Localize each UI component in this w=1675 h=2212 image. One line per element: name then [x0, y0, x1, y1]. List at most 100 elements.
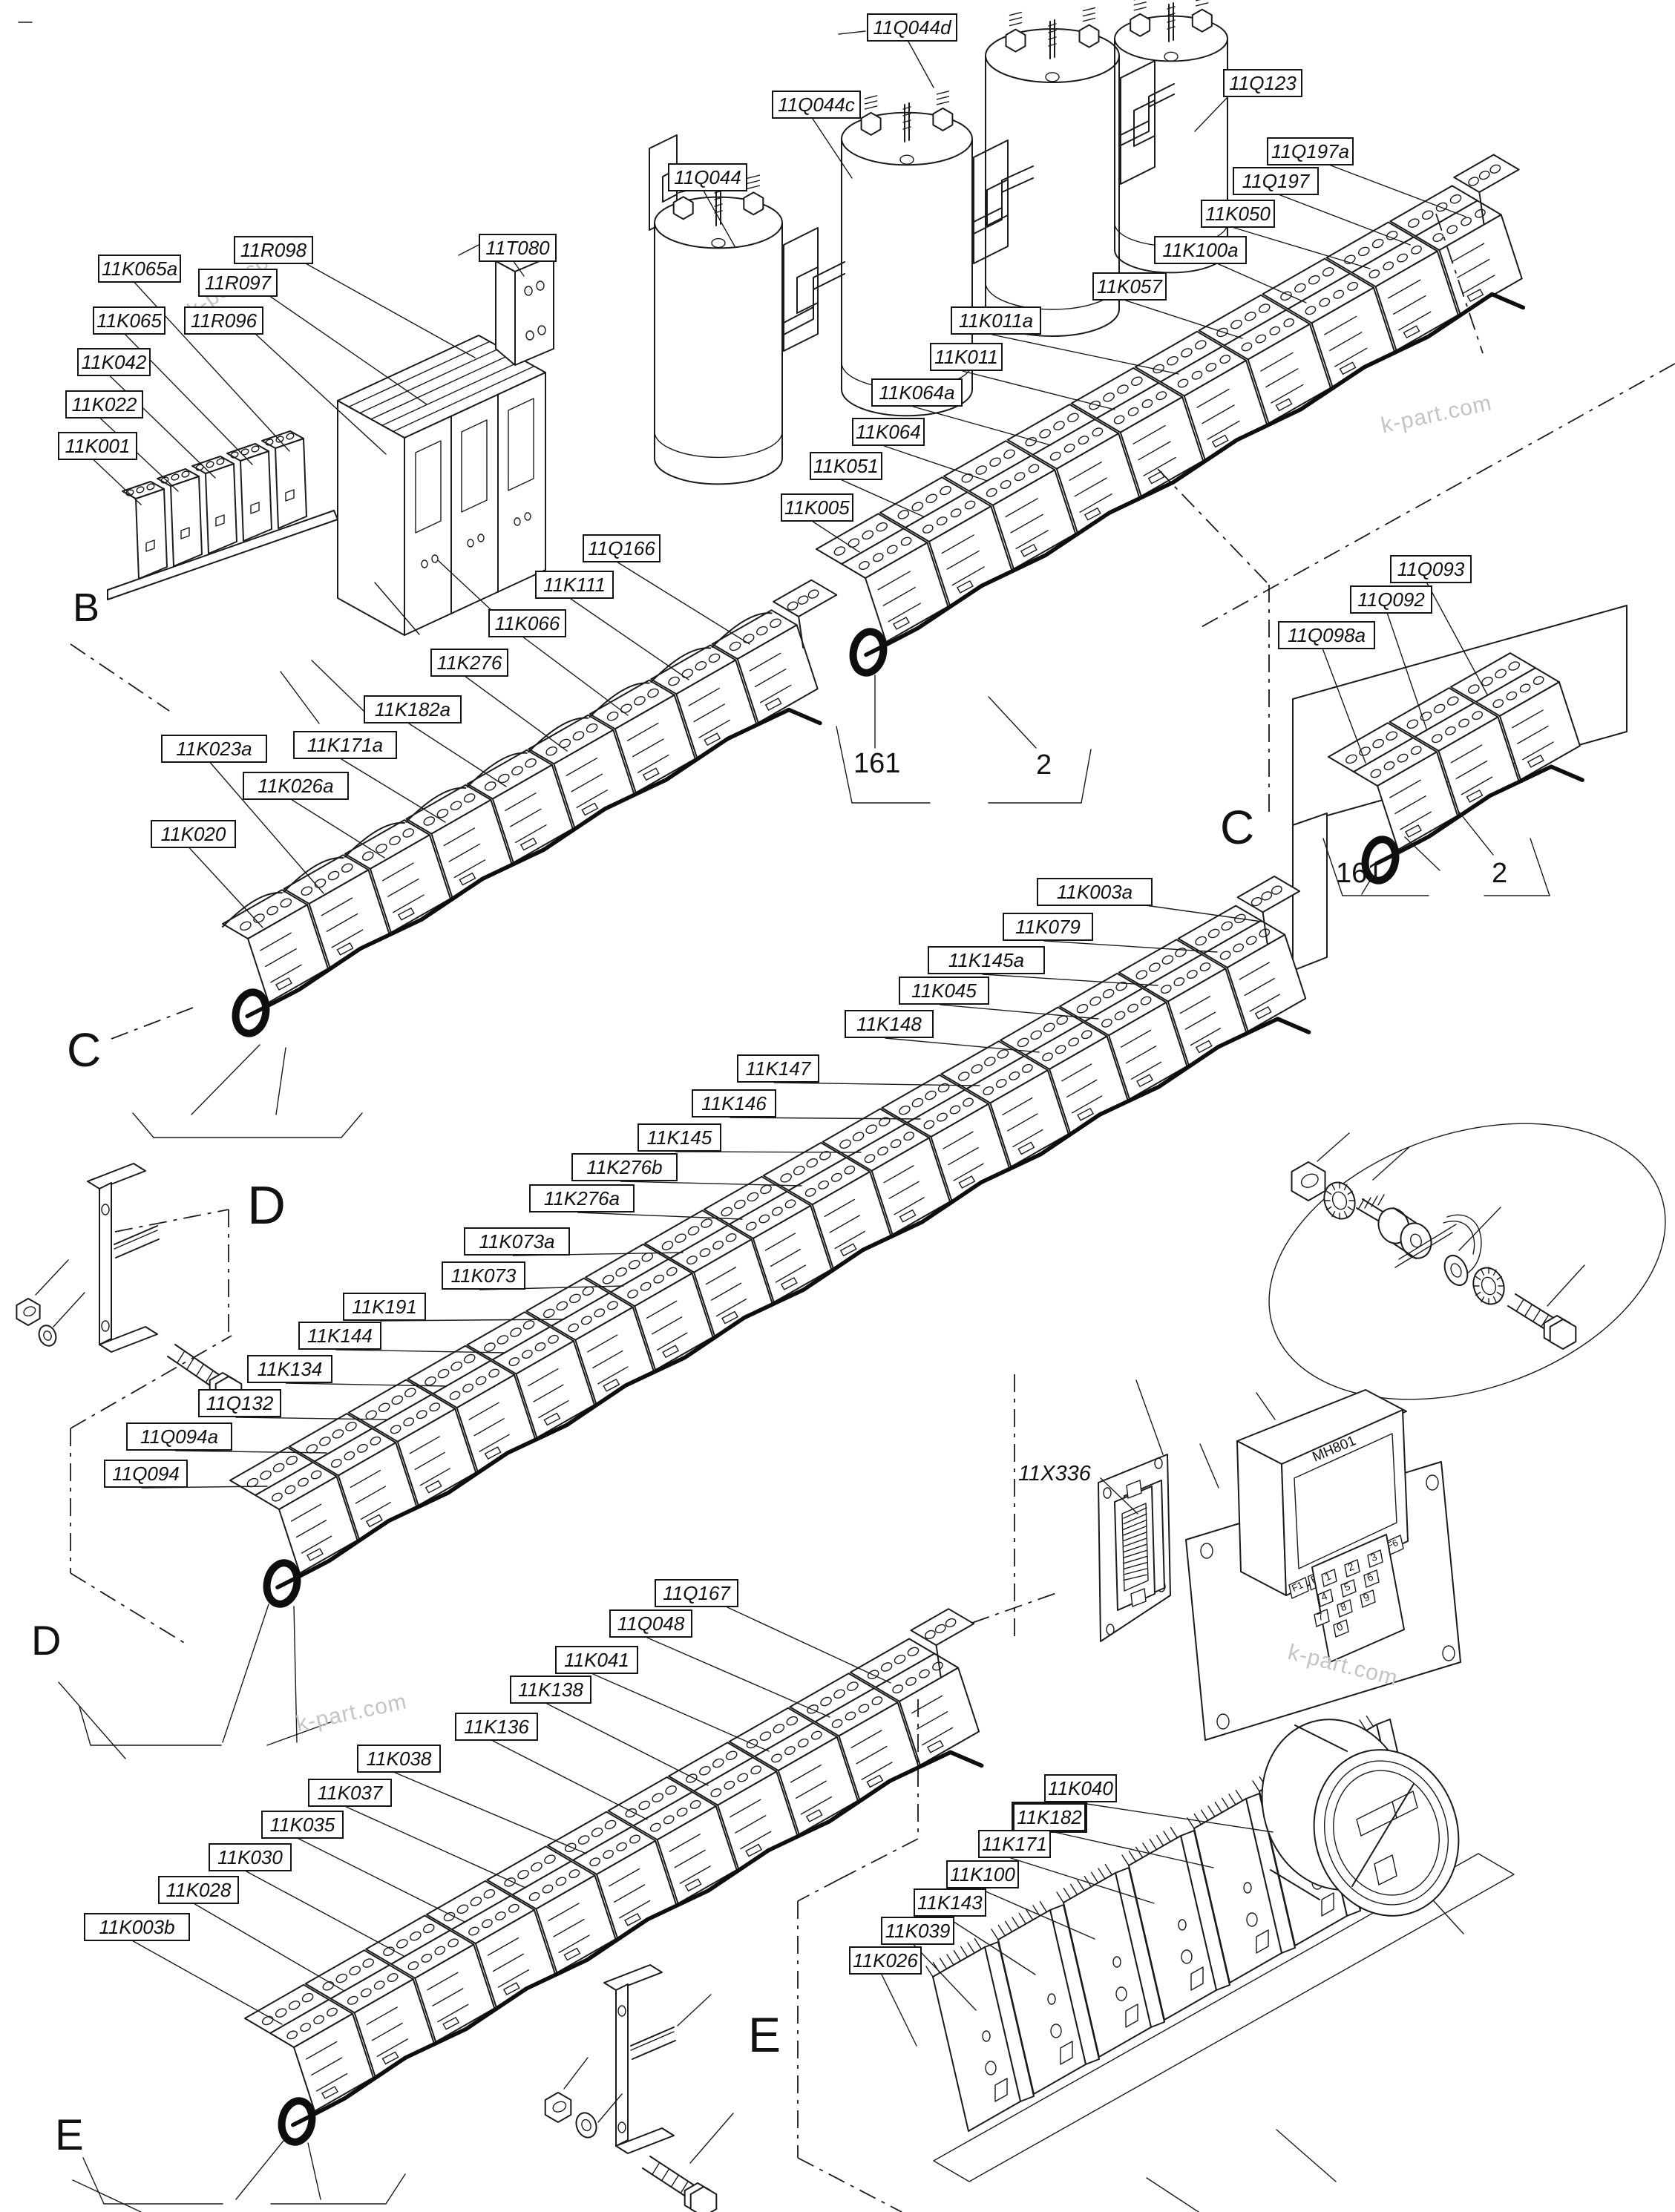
part-label: 11K005	[781, 493, 853, 522]
part-label: 11K026	[849, 1946, 922, 1975]
part-label: 11Q044	[668, 163, 747, 191]
part-label: 11K145a	[928, 946, 1045, 974]
part-label: 11K064a	[871, 378, 963, 407]
part-label: 11K276a	[529, 1184, 635, 1212]
relay-row-2	[222, 579, 838, 1037]
part-label: 11Q044c	[772, 91, 861, 119]
part-label: 11K050	[1201, 200, 1275, 228]
part-label: 11K073	[442, 1261, 525, 1290]
part-label: 11K040	[1044, 1774, 1117, 1802]
part-label: 11K146	[692, 1089, 776, 1118]
part-label: 11Q094	[104, 1460, 188, 1488]
relay-row-1	[816, 154, 1526, 677]
part-label: 11Q132	[198, 1389, 281, 1417]
part-label: 11Q197a	[1267, 137, 1354, 165]
ref-number: 2	[1036, 749, 1052, 781]
part-label: 11K100	[946, 1860, 1019, 1888]
part-label: 11K003a	[1037, 878, 1153, 906]
part-label: 11K051	[810, 452, 882, 480]
part-label: 11K038	[357, 1745, 441, 1773]
part-label: 11Q098a	[1278, 621, 1375, 649]
control-device: MH801F1F2F3F4F5F61472580369	[1185, 1389, 1461, 1741]
background-art	[18, 0, 1628, 971]
fastener-detail	[1268, 1123, 1666, 1400]
part-label: 11K079	[1003, 913, 1093, 941]
gauge-meter	[1261, 1719, 1464, 1934]
part-label: 11Q123	[1223, 69, 1302, 97]
section-letter: C	[67, 1023, 102, 1077]
part-label: 11R097	[198, 269, 278, 297]
section-letter: D	[31, 1617, 62, 1664]
part-label: 11K144	[298, 1322, 381, 1350]
part-label: 11K066	[488, 609, 566, 637]
part-label: 11K045	[899, 977, 989, 1005]
relay-row-3	[1328, 652, 1584, 885]
part-label: 11K136	[455, 1713, 538, 1741]
part-label: 11R098	[234, 236, 313, 264]
ref-number: 161	[853, 748, 901, 779]
part-label: 11K064	[852, 418, 925, 446]
section-letter: B	[73, 585, 100, 630]
part-label: 11K057	[1092, 272, 1167, 301]
part-label: 11Q093	[1390, 555, 1472, 583]
ref-number: 2	[1492, 858, 1508, 889]
part-label: 11K020	[151, 820, 236, 848]
part-label: 11K035	[261, 1811, 344, 1839]
part-label: 11K030	[209, 1843, 292, 1871]
part-label: 11K147	[737, 1054, 819, 1083]
part-label: 11K143	[914, 1888, 986, 1917]
part-label: 11K182	[1012, 1802, 1087, 1833]
part-label: 11K039	[881, 1917, 954, 1945]
part-label: 11K065a	[98, 255, 182, 283]
section-letter: E	[748, 2007, 781, 2062]
part-label: 11K148	[845, 1010, 934, 1038]
part-label: 11K026a	[243, 772, 349, 800]
section-letter: E	[55, 2111, 84, 2159]
part-label: 11K028	[158, 1876, 239, 1904]
part-label: 11K041	[555, 1646, 638, 1674]
part-label: 11Q094a	[126, 1422, 232, 1451]
section-letter: C	[1220, 801, 1255, 854]
part-label: 11K100a	[1154, 236, 1247, 264]
part-label: 11Q197	[1233, 167, 1319, 195]
braces-and-leaders	[58, 30, 1550, 2212]
part-label: 11K022	[65, 390, 143, 419]
part-label: 11K171	[978, 1830, 1051, 1858]
part-label: 11Q092	[1350, 585, 1432, 614]
part-label: 11K037	[308, 1779, 392, 1807]
part-label: 11Q044d	[867, 13, 957, 42]
part-label: 11Q166	[583, 534, 661, 562]
relay-row-4	[229, 876, 1311, 1608]
connector-11x336	[1098, 1379, 1171, 1642]
mount-bracket-e	[544, 1964, 734, 2212]
label-leader-lines	[93, 41, 1488, 2047]
part-label: 11K003b	[84, 1913, 190, 1941]
mount-bracket-d	[16, 1163, 243, 1407]
part-label: 11R096	[184, 306, 263, 335]
part-label: 11Q167	[655, 1579, 738, 1607]
part-label: 11K011	[930, 343, 1003, 371]
relay-row-5	[244, 1608, 984, 2146]
part-label: 11K276	[430, 649, 508, 677]
part-label: 11K023a	[161, 735, 267, 763]
part-label: 11K111	[535, 571, 614, 599]
part-label: 11K065	[93, 306, 165, 335]
part-label: 11K042	[77, 348, 151, 376]
part-label: 11T080	[479, 234, 557, 262]
part-label: 11K276b	[571, 1153, 678, 1181]
part-label: 11K134	[247, 1355, 332, 1383]
part-label: 11K001	[58, 432, 137, 460]
free-part-label: 11X336	[1018, 1462, 1091, 1486]
section-letter: D	[247, 1176, 286, 1235]
part-label: 11K011a	[951, 306, 1041, 335]
part-label: 11K182a	[364, 695, 462, 723]
part-label: 11K073a	[464, 1227, 570, 1256]
part-label: 11K171a	[293, 731, 397, 759]
ref-number: 161	[1336, 858, 1383, 889]
part-label: 11K145	[637, 1123, 721, 1152]
construction-dashed-lines	[70, 213, 1675, 2212]
part-label: 11K191	[343, 1293, 426, 1321]
part-label: 11K138	[510, 1676, 591, 1704]
